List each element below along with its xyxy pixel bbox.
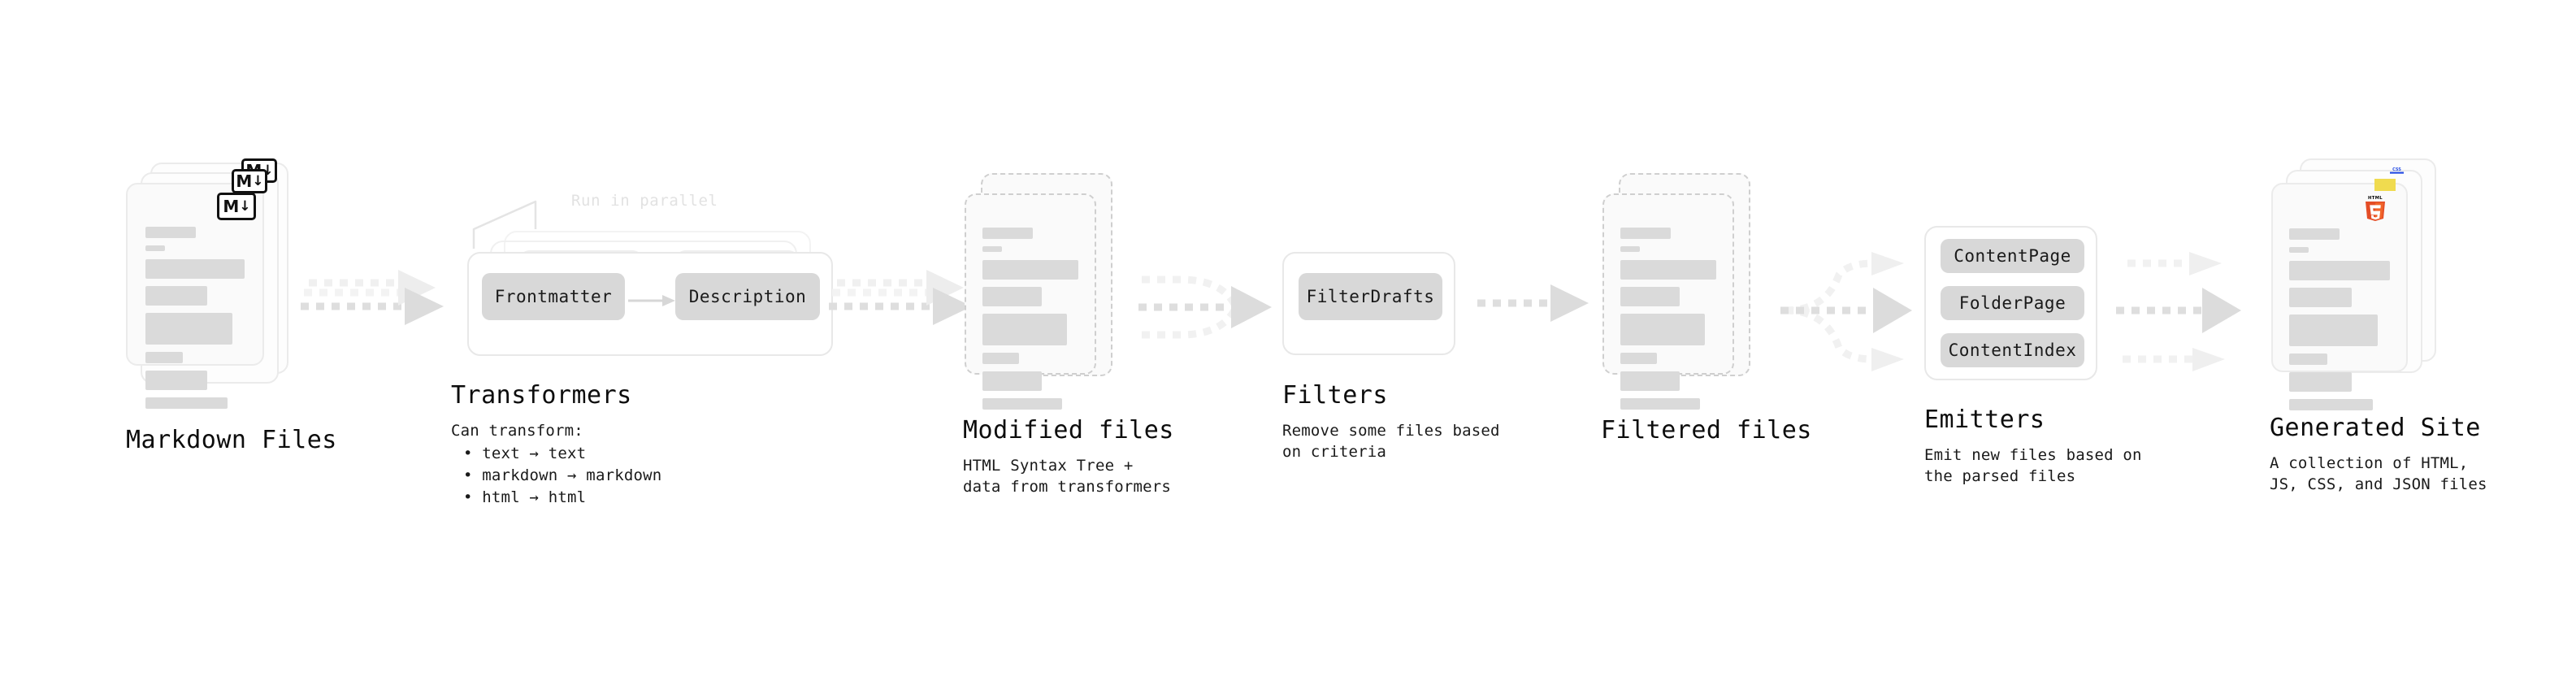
connector-filters-to-filtered — [1477, 284, 1589, 322]
svg-text:HTML: HTML — [2368, 196, 2383, 201]
connector-filtered-to-emitters — [1780, 252, 1912, 371]
generated-site-subtitle: A collection of HTML, JS, CSS, and JSON … — [2270, 454, 2487, 494]
site-doc-front — [2271, 183, 2408, 410]
filtered-doc-front — [1602, 193, 1734, 410]
markdown-doc-front — [126, 183, 264, 409]
connector-markdown-to-transformers — [301, 270, 444, 325]
emitters-panel: ContentPage FolderPage ContentIndex — [1924, 226, 2097, 380]
transformers-panel-front: Frontmatter Description — [467, 252, 833, 356]
filters-subtitle: Remove some files based on criteria — [1282, 422, 1500, 462]
filter-chip-filterdrafts-label: FilterDrafts — [1306, 287, 1435, 306]
emitters-title: Emitters — [1924, 406, 2045, 434]
run-in-parallel-bracket — [472, 200, 537, 249]
markdown-badge-back-1: M↓ — [232, 169, 267, 193]
markdown-doc-content — [145, 227, 245, 416]
filtered-files-title: Filtered files — [1601, 416, 1812, 445]
emitter-chip-contentindex-label: ContentIndex — [1948, 340, 2077, 360]
css3-badge: CSS — [2390, 166, 2404, 174]
markdown-badge-letter-back1: M — [236, 171, 252, 191]
transformer-inner-arrow — [628, 295, 675, 306]
emitter-chip-folderpage[interactable]: FolderPage — [1941, 286, 2084, 320]
modified-files-subtitle: HTML Syntax Tree + data from transformer… — [963, 457, 1172, 497]
filters-panel: FilterDrafts — [1282, 252, 1455, 355]
transformer-chip-description[interactable]: Description — [675, 273, 820, 320]
modified-doc-content — [982, 228, 1078, 417]
transformer-chip-frontmatter[interactable]: Frontmatter — [482, 273, 625, 320]
connector-modified-to-filters — [1138, 275, 1272, 339]
transformers-bullet-1: • markdown → markdown — [463, 466, 662, 484]
emitter-chip-contentpage[interactable]: ContentPage — [1941, 239, 2084, 273]
modified-files-title: Modified files — [963, 416, 1174, 445]
filters-title: Filters — [1282, 381, 1388, 410]
run-in-parallel-label: Run in parallel — [571, 192, 718, 210]
filter-chip-filterdrafts[interactable]: FilterDrafts — [1299, 273, 1442, 320]
site-doc-content — [2289, 228, 2390, 418]
transformers-title: Transformers — [451, 381, 632, 410]
markdown-badge-letter: M — [223, 197, 239, 216]
connector-emitters-to-site — [2116, 252, 2241, 371]
html5-badge: HTML — [2363, 194, 2387, 222]
connector-transformers-to-modified — [829, 270, 972, 325]
js-badge — [2374, 179, 2396, 191]
markdown-files-title: Markdown Files — [126, 426, 337, 454]
transformers-subtitle: Can transform: — [451, 422, 583, 440]
modified-doc-front — [965, 193, 1096, 410]
markdown-badge-arrow: ↓ — [239, 197, 250, 215]
filtered-doc-content — [1620, 228, 1716, 417]
emitter-chip-contentindex[interactable]: ContentIndex — [1941, 333, 2084, 367]
transformers-bullet-2: • html → html — [463, 488, 587, 506]
transformers-bullet-0: • text → text — [463, 445, 587, 462]
transformer-chip-frontmatter-label: Frontmatter — [494, 287, 613, 306]
markdown-badge: M↓ — [217, 193, 256, 220]
svg-text:CSS: CSS — [2392, 167, 2401, 172]
emitters-subtitle: Emit new files based on the parsed files — [1924, 446, 2142, 486]
generated-site-title: Generated Site — [2270, 414, 2481, 442]
markdown-badge-arrow-back1: ↓ — [252, 172, 263, 189]
emitter-chip-contentpage-label: ContentPage — [1954, 246, 2071, 266]
emitter-chip-folderpage-label: FolderPage — [1958, 293, 2066, 313]
transformer-chip-description-label: Description — [688, 287, 807, 306]
